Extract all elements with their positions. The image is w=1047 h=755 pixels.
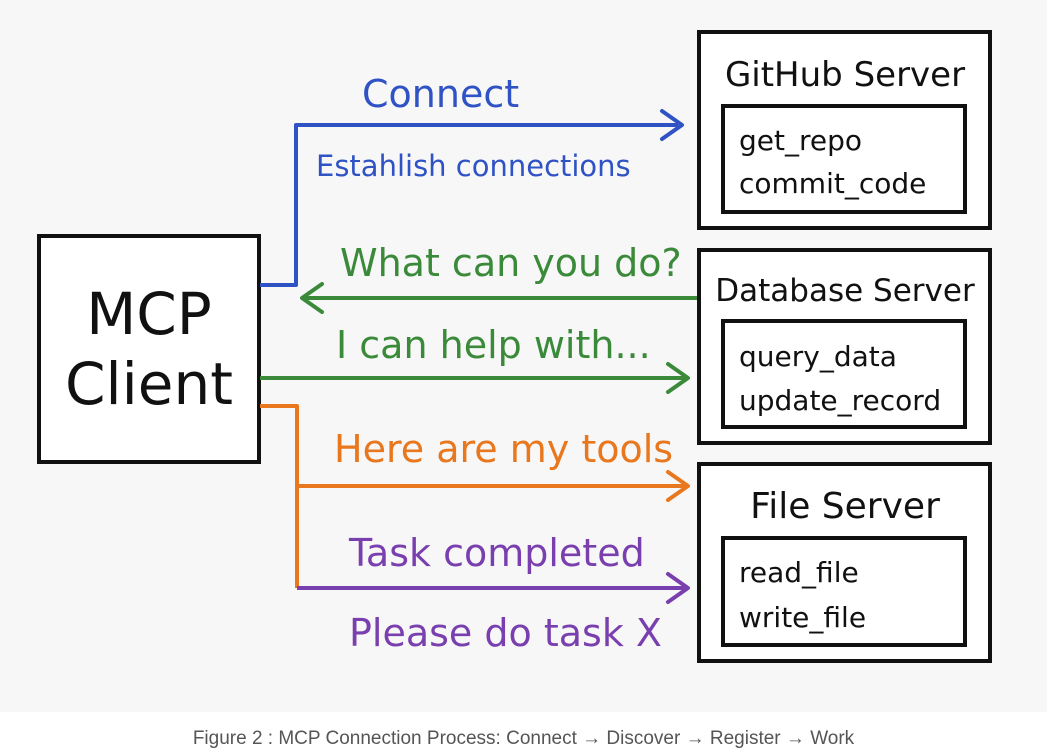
file-tool-read-file: read_file: [739, 556, 859, 589]
work-sublabel: Please do task X: [349, 611, 662, 655]
work-arrow-head: [666, 572, 690, 604]
reply-label: I can help with...: [336, 323, 651, 367]
github-server-node: GitHub Server get_repo commit_code: [697, 30, 992, 230]
github-tool-get-repo: get_repo: [739, 124, 862, 157]
connect-label: Connect: [362, 72, 519, 116]
discover-label: What can you do?: [340, 241, 682, 285]
file-server-tools-box: [721, 536, 967, 647]
figure-caption: Figure 2 : MCP Connection Process: Conne…: [192, 728, 855, 749]
discover-arrow: What can you do?: [300, 241, 697, 314]
register-arrow: Here are my tools: [260, 404, 690, 588]
github-server-tools-box: [721, 104, 967, 214]
file-server-node: File Server read_file write_file: [697, 462, 992, 663]
connect-arrow-line: [260, 123, 678, 287]
database-server-node: Database Server query_data update_record: [697, 248, 992, 445]
file-server-title: File Server: [750, 486, 940, 527]
work-label: Task completed: [348, 531, 645, 575]
connect-arrow: Connect Estahlish connections: [260, 72, 684, 287]
reply-arrow: I can help with...: [260, 323, 690, 394]
github-server-title: GitHub Server: [725, 55, 965, 95]
work-arrow: Task completed Please do task X: [297, 531, 690, 655]
database-server-title: Database Server: [715, 273, 975, 309]
register-arrow-line: [260, 404, 686, 488]
register-arrow-head: [666, 470, 690, 502]
mcp-connection-diagram: MCP Client GitHub Server get_repo commit…: [37, 30, 992, 663]
github-tool-commit-code: commit_code: [739, 167, 926, 200]
database-tool-update-record: update_record: [739, 384, 941, 417]
connect-arrow-head: [660, 109, 684, 141]
connect-sublabel: Estahlish connections: [316, 149, 631, 183]
reply-arrow-head: [666, 362, 690, 394]
mcp-client-label-line1: MCP: [86, 280, 212, 348]
mcp-client-box: [37, 234, 261, 464]
database-tool-query-data: query_data: [739, 340, 897, 373]
file-tool-write-file: write_file: [739, 601, 866, 634]
mcp-client-node: MCP Client: [37, 234, 261, 464]
discover-arrow-head: [300, 282, 324, 314]
register-label: Here are my tools: [334, 427, 673, 471]
mcp-client-label-line2: Client: [65, 350, 233, 418]
database-server-tools-box: [721, 319, 967, 429]
